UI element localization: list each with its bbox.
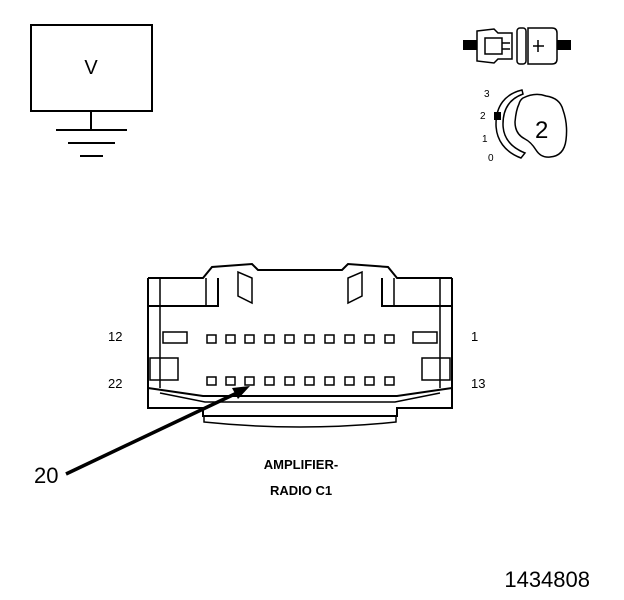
figure-number: 1434808: [504, 567, 590, 592]
cavity-10: [225, 334, 236, 344]
cavity-9: [244, 334, 255, 344]
pin-label-top-right: 1: [471, 329, 478, 344]
cavity-17: [304, 376, 315, 386]
probe-icon: [463, 27, 571, 65]
cavity-21: [225, 376, 236, 386]
cavity-22: [206, 376, 217, 386]
cavity-5: [324, 334, 335, 344]
pin-label-top-left: 12: [108, 329, 122, 344]
cavity-20: [244, 376, 255, 386]
callout-number: 20: [34, 463, 58, 488]
voltmeter-symbol: V: [30, 24, 153, 130]
cavity-19: [264, 376, 275, 386]
cavity-3: [364, 334, 375, 344]
connector-name-line2: RADIO C1: [270, 483, 332, 498]
cavity-14: [364, 376, 375, 386]
position-marker: [494, 112, 501, 120]
pin-label-bottom-left: 22: [108, 376, 122, 391]
cavity-12: [162, 331, 188, 344]
cavity-15: [344, 376, 355, 386]
position-label-2: 2: [480, 111, 486, 122]
position-selected: 2: [535, 117, 548, 144]
cavity-row-top: [162, 331, 438, 344]
ground-icon: [56, 129, 127, 157]
callout-arrow: [65, 386, 250, 476]
cavity-13: [384, 376, 395, 386]
cavity-8: [264, 334, 275, 344]
cavity-2: [384, 334, 395, 344]
pin-label-bottom-right: 13: [471, 376, 485, 391]
cavity-1: [412, 331, 438, 344]
position-label-0: 0: [488, 153, 494, 164]
position-label-3: 3: [484, 89, 490, 100]
connector-name-line1: AMPLIFIER-: [264, 457, 338, 472]
cavity-16: [324, 376, 335, 386]
cavity-18: [284, 376, 295, 386]
cavity-4: [344, 334, 355, 344]
probe-tip-side-view-icon: [495, 89, 527, 159]
position-label-1: 1: [482, 134, 488, 145]
cavity-7: [284, 334, 295, 344]
cavity-row-bottom: [206, 376, 395, 386]
cavity-11: [206, 334, 217, 344]
connector-housing: [147, 262, 453, 428]
probe-position-selector: 3 2 1 0 2: [480, 89, 568, 164]
voltmeter-letter: V: [84, 57, 98, 79]
cavity-6: [304, 334, 315, 344]
